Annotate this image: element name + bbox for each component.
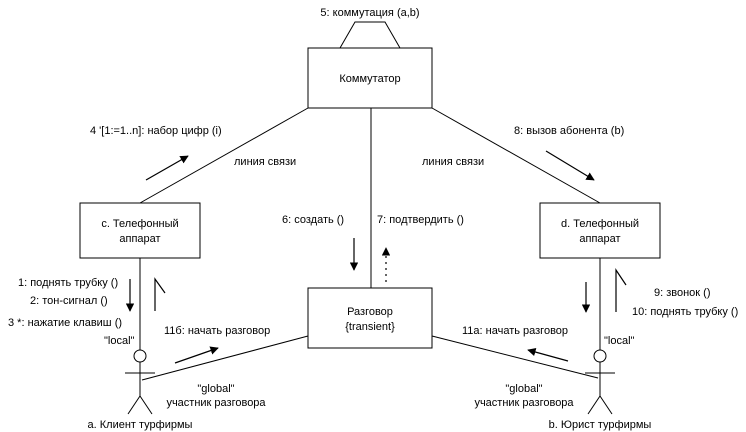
- label-m4: 4 '[1:=1..n]: набор цифр (i): [90, 125, 222, 137]
- label-line-right: линия связи: [422, 156, 484, 168]
- svg-text:Разговор: Разговор: [347, 306, 393, 318]
- link-conversation-lawyer: [431, 335, 599, 379]
- node-conversation[interactable]: Разговор {transient}: [307, 287, 433, 349]
- label-m5: 5: коммутация (a,b): [320, 7, 419, 19]
- svg-text:с. Телефонный: с. Телефонный: [101, 218, 178, 230]
- node-phone-c[interactable]: с. Телефонный аппарат: [79, 202, 201, 259]
- label-m10: 10: поднять трубку (): [632, 306, 738, 318]
- label-global-right-1: "global": [505, 383, 542, 395]
- arrow-m2-return: [154, 277, 166, 311]
- arrow-m11b: [174, 346, 219, 364]
- arrow-m10-return: [615, 268, 627, 312]
- self-link-switch: [339, 21, 401, 49]
- label-m6: 6: создать (): [282, 214, 344, 226]
- label-m3: 3 *: нажатие клавиш (): [8, 317, 122, 329]
- actor-lawyer-figure[interactable]: [585, 349, 615, 415]
- arrow-m11a: [527, 347, 569, 362]
- arrow-m4: [145, 155, 189, 181]
- label-m8: 8: вызов абонента (b): [514, 125, 624, 137]
- node-phone-d[interactable]: d. Телефонный аппарат: [539, 202, 661, 259]
- actor-client-figure[interactable]: [125, 349, 155, 415]
- svg-text:аппарат: аппарат: [579, 233, 620, 245]
- label-m7: 7: подтвердить (): [377, 214, 464, 226]
- label-m1: 1: поднять трубку (): [18, 277, 118, 289]
- svg-text:аппарат: аппарат: [119, 233, 160, 245]
- label-m2: 2: тон-сигнал (): [30, 295, 108, 307]
- label-line-left: линия связи: [234, 156, 296, 168]
- svg-text:{transient}: {transient}: [345, 321, 395, 333]
- label-global-left-1: "global": [197, 383, 234, 395]
- label-global-left-2: участник разговора: [166, 397, 266, 409]
- svg-text:d. Телефонный: d. Телефонный: [561, 218, 639, 230]
- label-actor-lawyer: b. Юрист турфирмы: [549, 419, 652, 431]
- arrow-m8: [545, 150, 595, 181]
- label-m11a: 11а: начать разговор: [462, 325, 568, 337]
- label-local-left: "local": [104, 335, 135, 347]
- label-m9: 9: звонок (): [654, 287, 711, 299]
- svg-text:Коммутатор: Коммутатор: [339, 73, 400, 85]
- label-m11b: 11б: начать разговор: [164, 325, 270, 337]
- link-conversation-client: [141, 335, 309, 381]
- association-lines: [139, 21, 601, 381]
- label-local-right: "local": [604, 335, 635, 347]
- label-global-right-2: участник разговора: [474, 397, 574, 409]
- label-actor-client: a. Клиент турфирмы: [88, 419, 193, 431]
- node-switch[interactable]: Коммутатор: [307, 47, 433, 109]
- link-switch-phone-c: [139, 107, 309, 204]
- link-switch-phone-d: [431, 107, 601, 204]
